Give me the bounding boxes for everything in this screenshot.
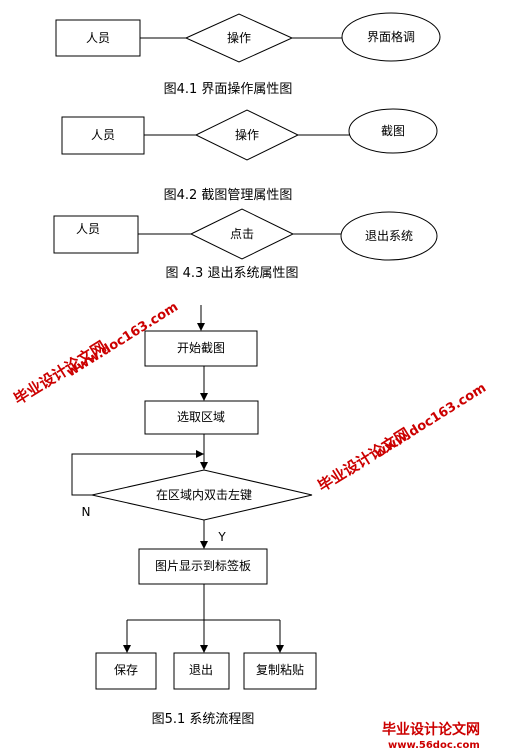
attribute-ellipse: [340, 211, 438, 261]
entity-person-label: 人员: [86, 31, 110, 45]
attribute-ellipse: [348, 108, 438, 154]
entity-person-label: 人员: [91, 128, 115, 142]
footer-site-cn: 毕业设计论文网: [382, 721, 480, 738]
relation-diamond: [194, 109, 300, 161]
relation-label: 点击: [230, 227, 254, 241]
flow-save-label: 保存: [114, 663, 138, 677]
figure-caption-4-3: 图 4.3 退出系统属性图: [166, 266, 299, 281]
attribute-label: 界面格调: [367, 29, 415, 44]
er-diagram-interface: 人员 操作 界面格调 图4.1 界面操作属性图: [55, 12, 441, 97]
flow-decision-diamond: [91, 469, 313, 521]
flow-decision-label: 在区域内双击左键: [156, 487, 252, 502]
system-flowchart: 开始截图 选取区域 在区域内双击左键 N Y 图片显示到标签板 保存 退出 复制…: [71, 305, 317, 727]
watermark-site-url: www.doc163.com: [372, 381, 489, 462]
entity-person-box: [61, 116, 145, 155]
attribute-label: 截图: [381, 124, 405, 138]
flow-copy-label: 复制粘贴: [256, 662, 304, 677]
relation-diamond: [184, 13, 294, 63]
flow-exit-box: [173, 652, 230, 690]
relation-label: 操作: [227, 30, 251, 45]
attribute-ellipse: [341, 12, 441, 62]
relation-diamond: [189, 208, 295, 260]
relation-label: 操作: [235, 127, 259, 142]
entity-person-box: [53, 215, 139, 254]
flow-exit-label: 退出: [189, 663, 213, 677]
figure-caption-5-1: 图5.1 系统流程图: [152, 712, 255, 727]
flow-start-label: 开始截图: [177, 341, 225, 355]
attribute-label: 退出系统: [365, 229, 413, 243]
flow-yes-label: Y: [217, 530, 226, 544]
flow-copy-box: [243, 652, 317, 690]
flow-no-label: N: [82, 505, 91, 519]
entity-person-box: [55, 19, 141, 57]
figure-caption-4-2: 图4.2 截图管理属性图: [164, 188, 293, 203]
watermark-footer: 毕业设计论文网 www.56doc.com: [382, 721, 480, 751]
flow-start-box: [144, 330, 258, 367]
er-diagram-exit: 人员 点击 退出系统 图 4.3 退出系统属性图: [53, 208, 438, 281]
watermark-right: 毕业设计论文网 www.doc163.com: [315, 381, 489, 496]
er-diagram-screenshot: 人员 操作 截图 图4.2 截图管理属性图: [61, 108, 438, 203]
flow-select-label: 选取区域: [177, 410, 225, 424]
flow-display-label: 图片显示到标签板: [155, 558, 251, 573]
flow-save-box: [95, 652, 157, 690]
flow-display-box: [138, 548, 268, 585]
footer-site-url: www.56doc.com: [388, 740, 480, 751]
figure-caption-4-1: 图4.1 界面操作属性图: [164, 81, 293, 97]
entity-person-label: 人员: [76, 222, 100, 236]
flow-select-box: [144, 400, 259, 435]
